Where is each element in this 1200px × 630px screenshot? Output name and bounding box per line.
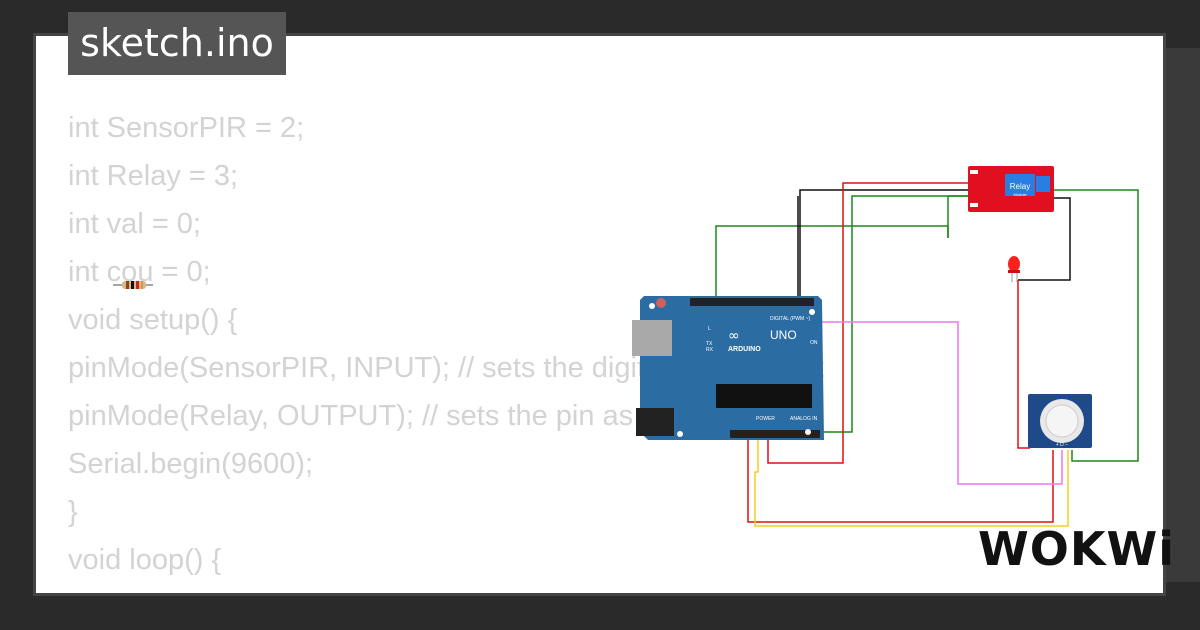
code-line: void setup() {	[68, 304, 238, 336]
code-line: Serial.begin(9600);	[68, 448, 314, 480]
board-model: UNO	[770, 328, 797, 342]
file-tab[interactable]: sketch.ino	[68, 12, 286, 75]
digital-label: DIGITAL (PWM ~)	[770, 316, 810, 322]
relay-title: Relay	[1010, 182, 1030, 191]
relay-module[interactable]: Relay Module	[968, 166, 1054, 212]
code-line: void loop() {	[68, 544, 222, 576]
tx-label: TX	[706, 341, 713, 347]
board-brand: ARDUINO	[728, 346, 761, 353]
l-label: L	[708, 326, 711, 332]
wire-green-relay-to-board[interactable]	[715, 195, 968, 300]
on-label: ON	[810, 340, 818, 346]
wire-green-pir[interactable]	[1048, 189, 1139, 462]
code-line: val = digitalRead(SensorPIR);	[68, 584, 824, 593]
background-strip	[1166, 48, 1200, 582]
led-component[interactable]	[1008, 256, 1020, 282]
code-line: pinMode(Relay, OUTPUT); // sets the pin …	[68, 400, 722, 432]
relay-subtitle: Module	[1013, 192, 1027, 197]
code-line: int Relay = 3;	[68, 160, 239, 192]
wire-black-gnd[interactable]	[799, 189, 1071, 300]
code-line: }	[68, 496, 78, 528]
wire-black-pin[interactable]	[797, 196, 805, 301]
svg-text:+ D −: + D −	[1056, 442, 1068, 448]
pir-sensor[interactable]: + D −	[1028, 394, 1092, 448]
rx-label: RX	[706, 347, 714, 353]
wokwi-logo: WOKWi	[978, 522, 1175, 576]
wire-red-vcc[interactable]	[747, 182, 1054, 523]
code-line: int SensorPIR = 2;	[68, 112, 305, 144]
code-line: int val = 0;	[68, 208, 201, 240]
power-label: POWER	[756, 416, 775, 422]
wire-pink-signal[interactable]	[817, 300, 1063, 485]
arduino-uno-board[interactable]: DIGITAL (PWM ~) ∞ UNO ARDUINO POWER ANAL…	[632, 296, 824, 440]
resistor-component[interactable]	[113, 281, 153, 289]
wire-yellow[interactable]	[754, 440, 1069, 527]
analog-label: ANALOG IN	[790, 416, 818, 422]
svg-text:∞: ∞	[728, 328, 740, 344]
wire-green-analog[interactable]	[818, 195, 968, 433]
